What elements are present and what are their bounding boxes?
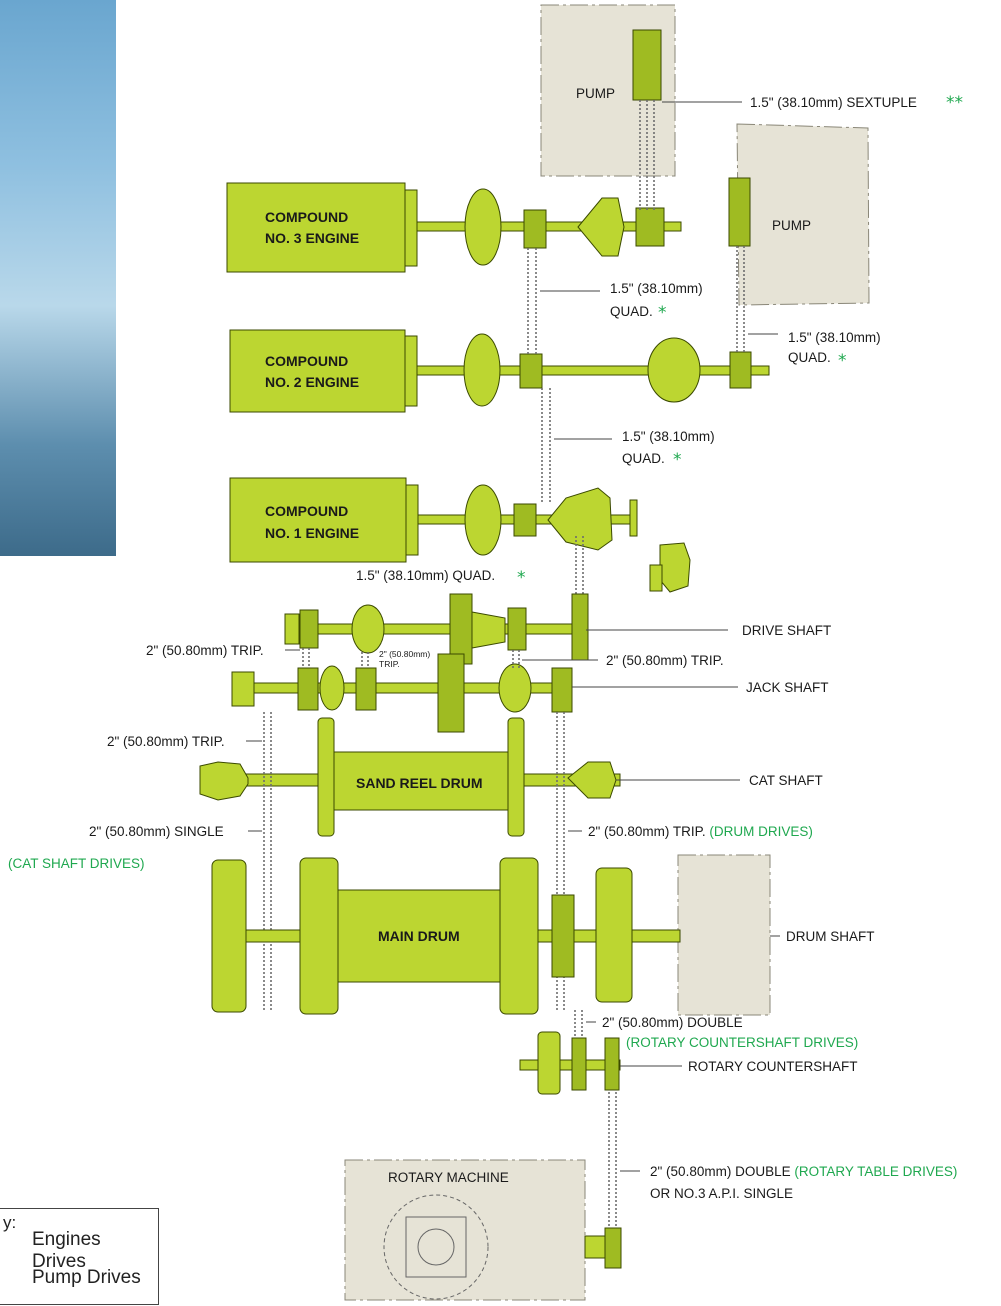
star-double-icon: ** <box>946 93 963 113</box>
label-quad-a-line2: QUAD. <box>610 304 653 319</box>
engine-3-sprocket-a <box>524 210 546 248</box>
label-single: 2" (50.80mm) SINGLE <box>89 824 224 839</box>
label-trip-lower-left: 2" (50.80mm) TRIP. <box>107 734 225 749</box>
star-icon: * <box>673 450 682 470</box>
label-cat-shaft: CAT SHAFT <box>749 773 823 788</box>
engine-2-sprocket-a <box>520 354 542 388</box>
label-rotary-countershaft: ROTARY COUNTERSHAFT <box>688 1059 858 1074</box>
label-drive-shaft: DRIVE SHAFT <box>742 623 831 638</box>
drive-shaft-sprocket-a <box>300 610 318 648</box>
drive-shaft-hub <box>472 612 505 648</box>
engine-1-line2: NO. 1 ENGINE <box>265 525 359 541</box>
main-drum-brake-right <box>596 868 632 1002</box>
drive-shaft-sprocket-b <box>508 608 526 650</box>
label-quad-c-line2: QUAD. <box>622 451 665 466</box>
label-trip-left: 2" (50.80mm) TRIP. <box>146 643 264 658</box>
engine-3-line1: COMPOUND <box>265 209 348 225</box>
label-quad-d: 1.5" (38.10mm) QUAD. <box>356 568 495 583</box>
engine-3-block <box>227 183 405 272</box>
drive-shaft-bar <box>285 624 585 634</box>
label-trip-right: 2" (50.80mm) TRIP. <box>606 653 724 668</box>
engine-1-line1: COMPOUND <box>265 503 348 519</box>
main-drum-flange-right <box>500 858 538 1014</box>
drive-shaft-clutch <box>352 605 384 653</box>
jack-shaft-sprocket-b <box>356 668 376 710</box>
pump-lower-housing <box>737 124 869 305</box>
engine-2-line1: COMPOUND <box>265 353 348 369</box>
pump-upper-label: PUMP <box>576 86 615 101</box>
rotary-pinion-sprocket <box>605 1228 621 1268</box>
drive-shaft-main-sprocket <box>572 594 588 660</box>
engine-2-coupling <box>648 338 700 402</box>
engine-3-clutch <box>465 189 501 265</box>
engine-3-line2: NO. 3 ENGINE <box>265 230 359 246</box>
rotary-countershaft-sprocket-b <box>605 1038 619 1090</box>
label-trip-small-line2: TRIP. <box>379 659 400 669</box>
jack-shaft-clutch-a <box>320 666 344 710</box>
brake-unit <box>660 543 690 592</box>
main-drum-brake-left <box>212 860 246 1012</box>
label-sextuple: 1.5" (38.10mm) SEXTUPLE <box>750 95 917 110</box>
main-drum-label: MAIN DRUM <box>378 928 460 944</box>
drum-shaft-housing <box>678 855 770 1015</box>
star-icon: * <box>658 303 667 323</box>
label-drum-shaft: DRUM SHAFT <box>786 929 875 944</box>
label-quad-b-line2: QUAD. <box>788 350 831 365</box>
engine-1-gearcase <box>548 488 612 550</box>
legend-box: y: Engines Drives Pump Drives <box>0 1208 159 1305</box>
engine-2-sprocket-b <box>730 352 751 388</box>
pump-upper-sprocket <box>633 30 661 100</box>
engine-3-sprocket-b <box>636 208 664 246</box>
jack-shaft-clutch-b <box>499 664 531 712</box>
pump-lower-sprocket <box>729 178 750 246</box>
label-double: 2" (50.80mm) DOUBLE <box>602 1015 743 1030</box>
engine-1-end-flange <box>630 500 637 536</box>
star-icon: * <box>838 351 847 371</box>
label-trip-drum: 2" (50.80mm) TRIP. (DRUM DRIVES) <box>588 824 813 839</box>
sand-reel-flange-left <box>318 718 334 836</box>
engine-3-flange <box>405 190 417 266</box>
jack-shaft-gear <box>438 654 464 732</box>
engine-3-coupling <box>578 198 624 256</box>
jack-shaft-end <box>232 672 254 706</box>
star-icon: * <box>517 568 526 588</box>
engine-1-clutch <box>465 485 501 555</box>
label-quad-c-line1: 1.5" (38.10mm) <box>622 429 715 444</box>
legend-title: y: <box>3 1213 16 1233</box>
sand-reel-flange-right <box>508 718 524 836</box>
engine-2-line2: NO. 2 ENGINE <box>265 374 359 390</box>
jack-shaft-sprocket-a <box>298 668 318 710</box>
engine-2-flange <box>405 336 417 406</box>
engine-1-sprocket-a <box>514 504 536 536</box>
engine-1-flange <box>406 485 418 555</box>
legend-item-pumps: Pump Drives <box>32 1267 141 1289</box>
label-jack-shaft: JACK SHAFT <box>746 680 829 695</box>
label-rotary-countershaft-drives: (ROTARY COUNTERSHAFT DRIVES) <box>626 1035 858 1050</box>
jack-shaft-sprocket-c <box>552 668 572 712</box>
cat-shaft-left-head <box>200 762 248 800</box>
rotary-countershaft-clutch <box>538 1032 560 1094</box>
label-api-single: OR NO.3 A.P.I. SINGLE <box>650 1186 793 1201</box>
cat-shaft-right-head <box>568 762 616 798</box>
drive-shaft-end <box>285 614 299 644</box>
label-quad-b-line1: 1.5" (38.10mm) <box>788 330 881 345</box>
label-trip-small-line1: 2" (50.80mm) <box>379 649 430 659</box>
engine-2-block <box>230 330 405 412</box>
engine-1-block <box>230 478 406 562</box>
pump-lower-label: PUMP <box>772 218 811 233</box>
label-cat-shaft-drives: (CAT SHAFT DRIVES) <box>8 856 145 871</box>
sand-reel-label: SAND REEL DRUM <box>356 775 483 791</box>
label-double-table: 2" (50.80mm) DOUBLE (ROTARY TABLE DRIVES… <box>650 1164 957 1179</box>
rotary-countershaft-sprocket-a <box>572 1038 586 1090</box>
rotary-machine-label: ROTARY MACHINE <box>388 1170 509 1185</box>
main-drum-flange-left <box>300 858 338 1014</box>
main-drum-sprocket <box>552 895 574 977</box>
label-quad-a-line1: 1.5" (38.10mm) <box>610 281 703 296</box>
engine-2-clutch <box>464 334 500 406</box>
brake-bracket <box>650 565 662 591</box>
